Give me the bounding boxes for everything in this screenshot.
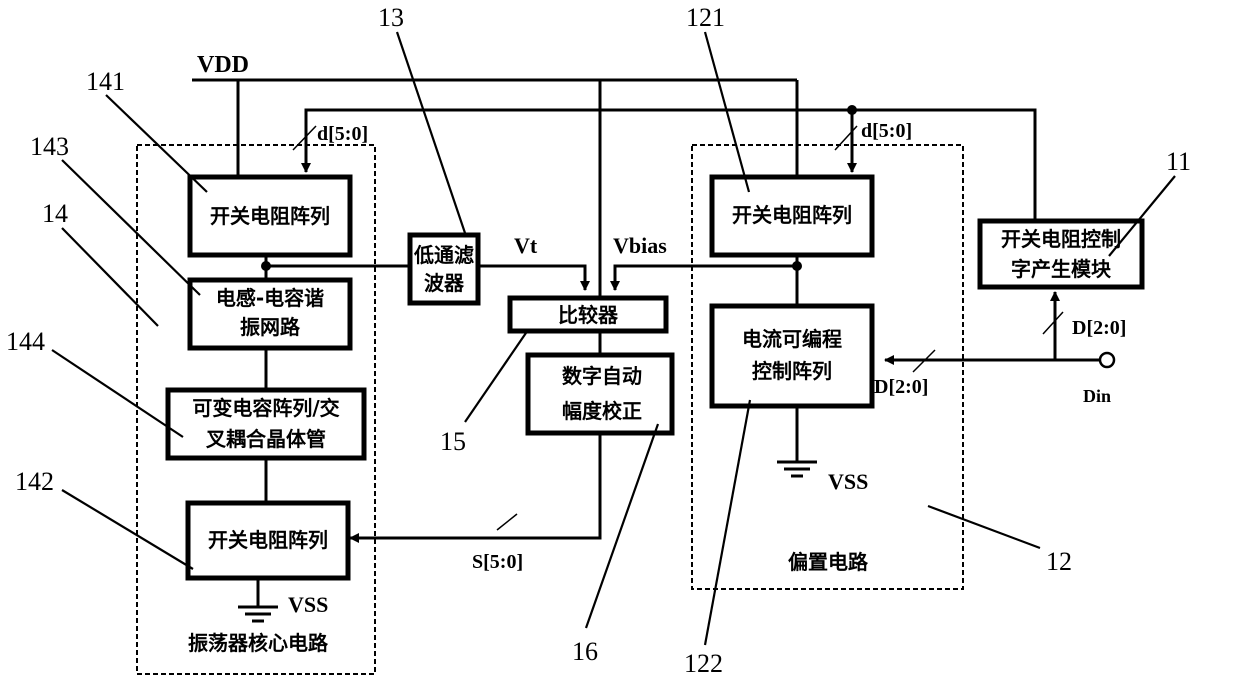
bus-slash — [292, 125, 317, 151]
varactor-crosscoupled-block[interactable]: 可变电容阵列/交 叉耦合晶体管 — [165, 387, 367, 461]
svg-text:可变电容阵列/交: 可变电容阵列/交 — [192, 396, 339, 420]
s-bus-label: S[5:0] — [472, 551, 523, 573]
bus-slash — [912, 349, 936, 373]
d-bus — [301, 108, 1037, 221]
bias-circuit-container — [691, 144, 964, 590]
vdd-label: VDD — [197, 52, 249, 78]
ground-icon — [238, 605, 278, 623]
svg-text:叉耦合晶体管: 叉耦合晶体管 — [205, 427, 326, 451]
ref-12: 12 — [1046, 547, 1072, 576]
amplitude-calibration-block[interactable]: 数字自动 幅度校正 — [525, 352, 675, 436]
svg-text:低通滤: 低通滤 — [413, 243, 474, 267]
leader-line — [464, 329, 529, 423]
ref-16: 16 — [572, 637, 598, 666]
ref-122: 122 — [684, 649, 723, 678]
vbias-wire — [610, 264, 797, 291]
leader-line — [703, 31, 751, 193]
svg-text:开关电阻阵列: 开关电阻阵列 — [210, 204, 330, 228]
d-bus-label-right: d[5:0] — [861, 120, 912, 142]
vbias-label: Vbias — [613, 233, 667, 258]
bus-slash — [496, 513, 518, 531]
svg-text:控制阵列: 控制阵列 — [752, 359, 832, 383]
lc-tank-block[interactable]: 电感-电容谐 振网路 — [187, 277, 353, 351]
vt-label: Vt — [514, 233, 538, 258]
d-bus-label-left: d[5:0] — [317, 123, 368, 145]
svg-text:振网路: 振网路 — [240, 315, 301, 339]
bias-circuit-label: 偏置电路 — [788, 550, 869, 574]
svg-text:电感-电容谐: 电感-电容谐 — [216, 286, 324, 310]
ref-141: 141 — [86, 67, 125, 96]
svg-text:开关电阻阵列: 开关电阻阵列 — [732, 203, 852, 227]
bus-slash — [1042, 311, 1064, 335]
bias-switch-resistor-array[interactable]: 开关电阻阵列 — [709, 174, 875, 258]
leader-line — [1108, 175, 1176, 257]
ref-121: 121 — [686, 3, 725, 32]
ref-11: 11 — [1166, 147, 1191, 176]
d-up-label: D[2:0] — [1072, 317, 1126, 339]
vss-label-bias: VSS — [828, 469, 868, 494]
din-terminal[interactable] — [1098, 351, 1116, 369]
svg-text:数字自动: 数字自动 — [562, 364, 642, 388]
ground-icon — [777, 460, 817, 478]
ref-13: 13 — [378, 3, 404, 32]
svg-text:比较器: 比较器 — [558, 303, 619, 327]
din-label: Din — [1083, 386, 1111, 406]
leader-line — [703, 399, 752, 646]
ref-142: 142 — [15, 467, 54, 496]
leader-line — [61, 489, 194, 570]
osc-switch-resistor-array-top[interactable]: 开关电阻阵列 — [187, 174, 353, 258]
oscillator-core-label: 振荡器核心电路 — [188, 631, 329, 655]
junction-dot — [847, 105, 857, 115]
ref-143: 143 — [30, 132, 69, 161]
vt-wire — [478, 264, 590, 291]
svg-text:幅度校正: 幅度校正 — [562, 399, 642, 423]
leader-line — [927, 504, 1041, 550]
s-bus-wire — [349, 433, 602, 543]
low-pass-filter-block[interactable]: 低通滤 波器 — [407, 232, 481, 306]
ref-14: 14 — [42, 199, 68, 228]
svg-text:开关电阻阵列: 开关电阻阵列 — [208, 528, 328, 552]
control-word-generator-block[interactable]: 开关电阻控制 字产生模块 — [977, 218, 1145, 290]
leader-line — [51, 349, 184, 438]
leader-line — [105, 94, 208, 193]
leader-line — [395, 31, 467, 234]
comparator-block[interactable]: 比较器 — [507, 295, 669, 334]
d-left-label: D[2:0] — [874, 376, 928, 398]
ref-15: 15 — [440, 427, 466, 456]
leader-line — [61, 159, 201, 296]
bus-slash — [834, 125, 858, 151]
svg-text:开关电阻控制: 开关电阻控制 — [1001, 227, 1121, 251]
current-programmable-array[interactable]: 电流可编程 控制阵列 — [709, 303, 875, 409]
leader-line — [61, 227, 159, 327]
osc-switch-resistor-array-bottom[interactable]: 开关电阻阵列 — [185, 500, 351, 581]
svg-text:波器: 波器 — [424, 271, 465, 295]
svg-text:电流可编程: 电流可编程 — [742, 327, 842, 351]
vss-label-osc: VSS — [288, 592, 328, 617]
leader-line — [584, 423, 660, 629]
ref-144: 144 — [6, 327, 45, 356]
svg-text:字产生模块: 字产生模块 — [1011, 257, 1112, 281]
